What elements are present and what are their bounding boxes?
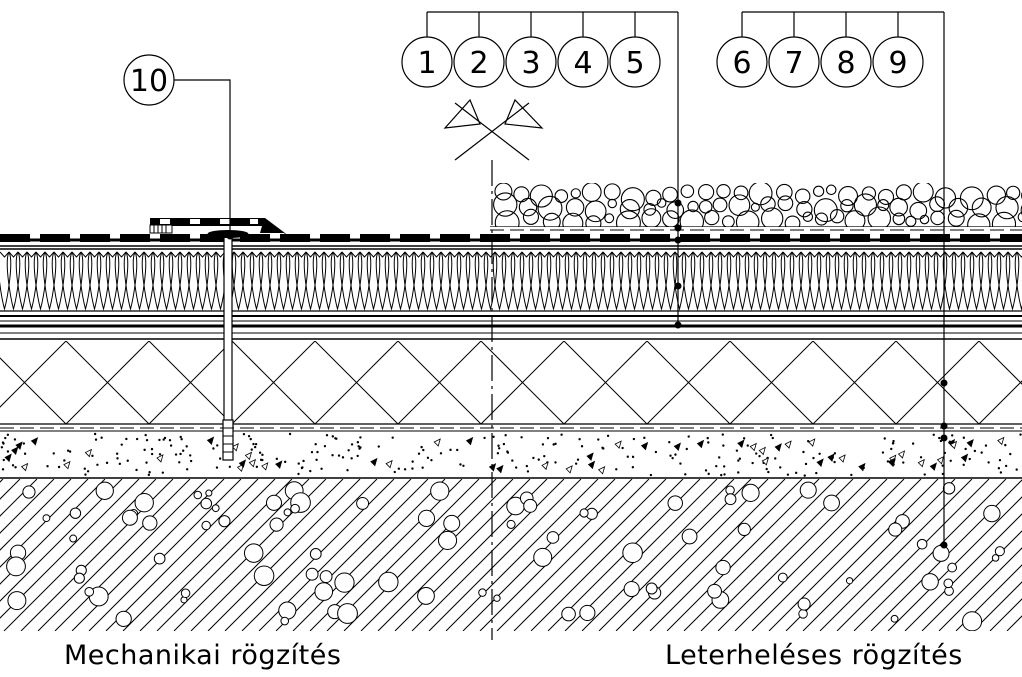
callout-9: 9 xyxy=(872,36,924,88)
callout-8: 8 xyxy=(820,36,872,88)
callout-6: 6 xyxy=(716,36,768,88)
callout-3-label: 3 xyxy=(521,46,540,81)
mechanical-fastener-anchor xyxy=(207,230,249,461)
callout-5: 5 xyxy=(609,36,661,88)
vapour-barrier-layer xyxy=(0,315,1022,340)
caption-mechanical-fixing: Mechanikai rögzítés xyxy=(64,640,342,671)
callout-4: 4 xyxy=(557,36,609,88)
load-bearing-slab xyxy=(0,341,1022,432)
section-view-symbol xyxy=(443,98,544,161)
callout-8-label: 8 xyxy=(836,46,855,81)
callout-7-label: 7 xyxy=(784,46,803,81)
callout-1: 1 xyxy=(401,36,453,88)
callout-9-label: 9 xyxy=(888,46,907,81)
gravel-ballast-layer xyxy=(490,183,1022,227)
callout-1-label: 1 xyxy=(417,46,436,81)
callout-5-label: 5 xyxy=(625,46,644,81)
callout-3: 3 xyxy=(505,36,557,88)
callout-2-label: 2 xyxy=(469,46,488,81)
callout-10: 10 xyxy=(123,54,175,106)
callout-10-label: 10 xyxy=(130,64,168,99)
leader-dots xyxy=(226,199,948,549)
membrane-overlap-strip xyxy=(149,218,286,234)
callout-leaders xyxy=(174,11,945,545)
concrete-base-layer xyxy=(0,479,1022,631)
thermal-insulation-layer xyxy=(0,248,1022,312)
callout-2: 2 xyxy=(453,36,505,88)
caption-ballasted-fixing: Leterheléses rögzítés xyxy=(665,640,963,671)
waterproofing-membrane xyxy=(0,234,1022,247)
roof-section-drawing: 1 2 3 4 5 6 7 8 9 10 xyxy=(0,11,1022,640)
callout-6-label: 6 xyxy=(732,46,751,81)
screed-layer xyxy=(0,432,1022,479)
callout-7: 7 xyxy=(768,36,820,88)
callout-4-label: 4 xyxy=(573,46,592,81)
